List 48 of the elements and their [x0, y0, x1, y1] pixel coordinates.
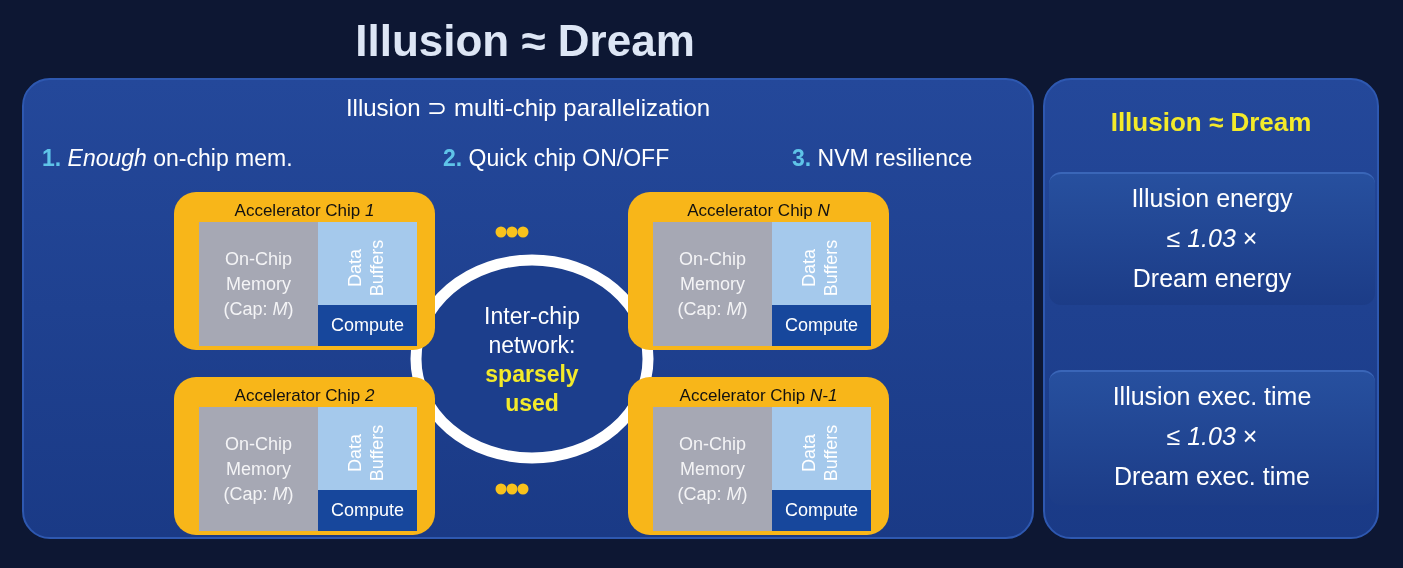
result-line: ≤ 1.03 × — [1165, 422, 1259, 451]
chip-title: Accelerator Chip N-1 — [678, 386, 839, 406]
buffer-block — [318, 407, 417, 490]
result-panel — [1043, 78, 1379, 539]
result-line: Dream energy — [1131, 264, 1293, 293]
compute-label: Compute — [784, 315, 858, 336]
chip-box — [628, 377, 889, 535]
buffer-block — [772, 407, 871, 490]
compute-label: Compute — [330, 500, 404, 521]
result-line: Dream exec. time — [1113, 462, 1311, 491]
compute-block — [318, 490, 417, 531]
compute-label: Compute — [784, 500, 858, 521]
memory-label: On-Chip Memory (Cap: M) — [676, 247, 749, 321]
memory-label: On-Chip Memory (Cap: M) — [676, 432, 749, 506]
memory-block — [653, 407, 772, 531]
memory-block — [199, 407, 318, 531]
slide-title: Illusion ≈ Dream — [354, 16, 696, 66]
buffer-label: Data Buffers — [344, 238, 388, 299]
buffer-label: Data Buffers — [798, 238, 842, 299]
chip-title: Accelerator Chip N — [686, 201, 831, 221]
compute-block — [772, 490, 871, 531]
compute-label: Compute — [330, 315, 404, 336]
result-box — [1049, 172, 1375, 305]
chip-box — [628, 192, 889, 350]
chip-title: Accelerator Chip 2 — [233, 386, 376, 406]
buffer-block — [772, 222, 871, 305]
compute-block — [318, 305, 417, 346]
feature-item: 3. NVM resilience — [792, 145, 973, 172]
feature-item: 2. Quick chip ON/OFF — [443, 145, 670, 172]
network-label: Inter-chip network: sparsely used — [483, 302, 581, 418]
result-line: Illusion energy — [1130, 184, 1294, 213]
compute-block — [772, 305, 871, 346]
memory-label: On-Chip Memory (Cap: M) — [222, 432, 295, 506]
memory-label: On-Chip Memory (Cap: M) — [222, 247, 295, 321]
chip-title: Accelerator Chip 1 — [233, 201, 376, 221]
buffer-label: Data Buffers — [798, 423, 842, 484]
main-panel — [22, 78, 1034, 539]
buffer-block — [318, 222, 417, 305]
feature-item: 1. Enough on-chip mem. — [42, 145, 293, 172]
panel-heading: Illusion ⊃ multi-chip parallelization — [344, 94, 712, 122]
panel-heading: Illusion ≈ Dream — [1109, 107, 1313, 138]
result-line: ≤ 1.03 × — [1165, 224, 1259, 253]
chip-box — [174, 377, 435, 535]
buffer-label: Data Buffers — [344, 423, 388, 484]
memory-block — [653, 222, 772, 346]
chip-box — [174, 192, 435, 350]
memory-block — [199, 222, 318, 346]
result-line: Illusion exec. time — [1111, 382, 1313, 411]
